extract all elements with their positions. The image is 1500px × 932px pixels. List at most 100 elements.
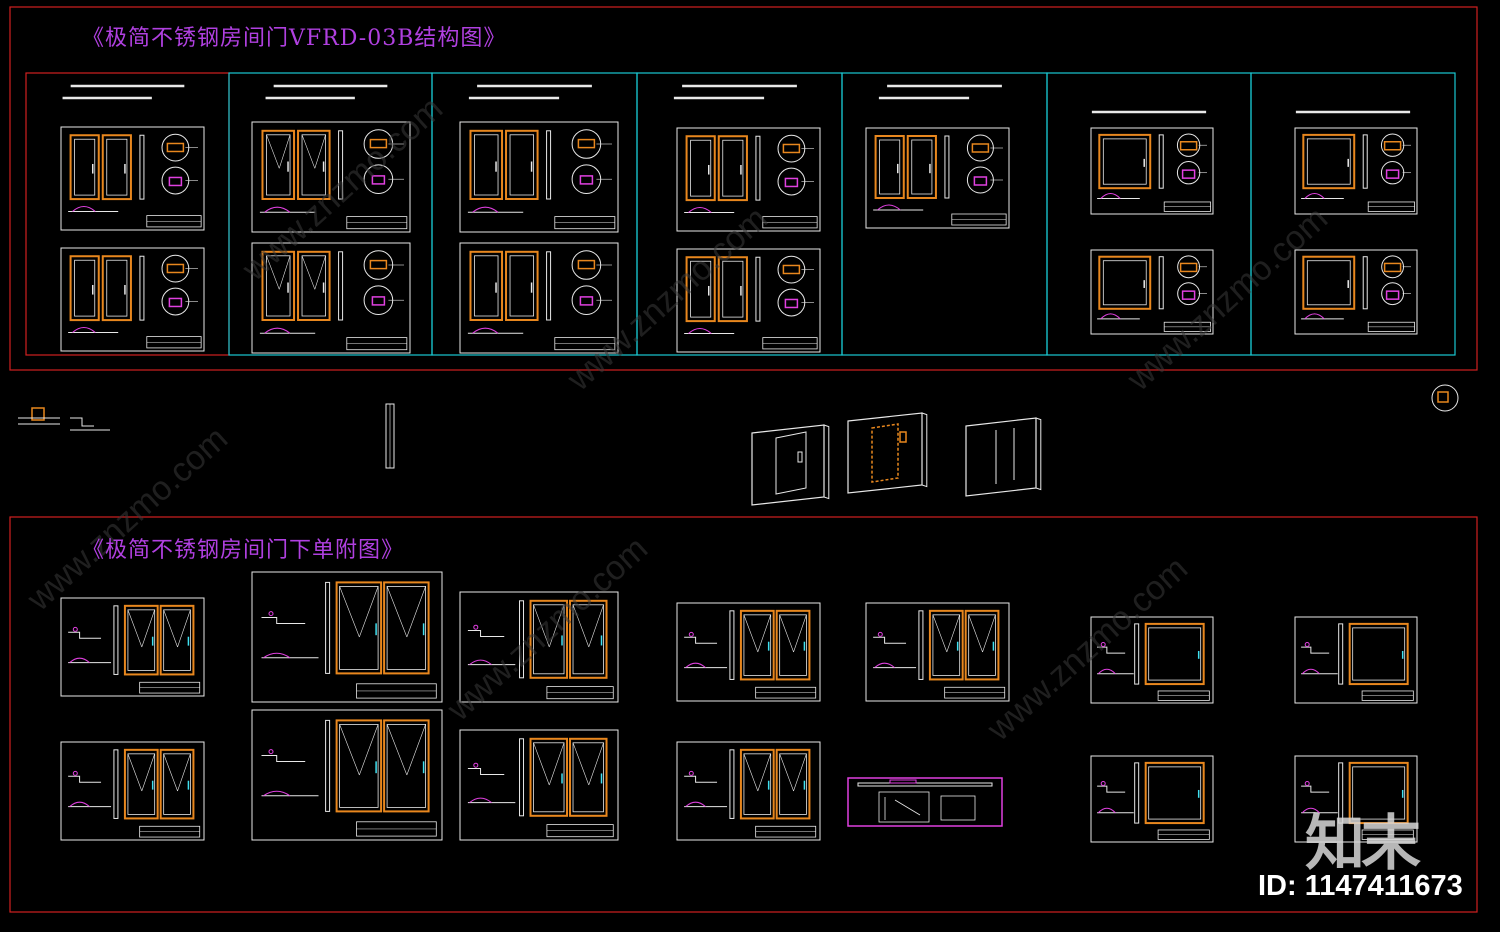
door-swing-line [386, 586, 408, 638]
detail-callout-circle [777, 288, 806, 317]
door-frame-profile [68, 631, 102, 639]
door-glass-panel [127, 609, 156, 671]
door-leaf [775, 748, 811, 820]
drawing-border [676, 248, 821, 353]
door-leaf [1302, 133, 1356, 190]
door-glass-panel [386, 724, 427, 808]
door-drawing-sheet [60, 247, 205, 352]
door-leaf [469, 250, 504, 321]
door-leaf [505, 129, 539, 200]
detail-profile [577, 259, 596, 270]
door-leaf [101, 255, 132, 322]
door-frame-profile [873, 636, 907, 644]
door-swing-line [141, 609, 155, 648]
door-leaf [123, 748, 159, 820]
door-leaf [717, 135, 748, 202]
door-plan-arc [72, 326, 96, 333]
detail-profile [782, 264, 801, 275]
door-leaf [1348, 622, 1409, 686]
door-glass-panel [1306, 260, 1351, 306]
door-section-strip [1338, 762, 1344, 824]
drawing-border [1090, 127, 1214, 215]
door-leaf [1098, 255, 1152, 310]
detail-callout-circle [966, 166, 994, 194]
door-plan-arc [1097, 668, 1116, 675]
door-swing-line [163, 753, 178, 792]
door-swing-line [572, 742, 590, 786]
door-glass-panel [74, 259, 96, 317]
door-glass-panel [74, 138, 96, 196]
door-glass-panel [266, 255, 291, 317]
order-drawing-sheet [1294, 616, 1418, 704]
door-glass-panel [301, 134, 326, 196]
door-leaf [906, 135, 937, 199]
door-plan-arc [469, 797, 492, 803]
door-frame-profile [1097, 785, 1126, 793]
door-swing-line [932, 614, 948, 653]
door-swing-line [177, 609, 191, 648]
door-plan-arc [1304, 313, 1325, 320]
profile-marker [1304, 642, 1310, 648]
drawing-border [251, 121, 411, 233]
door-plan-arc [877, 204, 901, 211]
door-leaf [874, 135, 905, 199]
door-3d-view-closed [965, 417, 1042, 497]
detail-profile [369, 138, 388, 149]
door-swing-line [314, 255, 326, 290]
door-swing-line [406, 724, 426, 776]
detail-profile [1179, 141, 1198, 151]
door-section-strip [139, 255, 145, 321]
door-frame-profile [467, 630, 505, 637]
door-3d-view-frame [847, 412, 928, 494]
door-section-strip [1134, 762, 1140, 824]
door-glass-panel [690, 139, 712, 197]
order-drawing-sheet [676, 741, 821, 841]
door-section-strip [755, 135, 761, 201]
profile-marker [473, 762, 479, 768]
door-plan-arc [69, 657, 90, 664]
door-plan-arc [688, 327, 712, 334]
door-leaf [685, 256, 716, 323]
door-swing-line [127, 609, 143, 648]
detail-profile [971, 143, 990, 153]
door-drawing-sheet [459, 242, 619, 354]
door-leaf [469, 129, 504, 200]
structure-section-frame [9, 6, 1478, 371]
door-plan-arc [1301, 668, 1320, 675]
door-leaf [1098, 133, 1152, 190]
door-drawing-sheet [1090, 127, 1214, 215]
door-drawing-sheet [1090, 249, 1214, 335]
door-swing-line [968, 614, 983, 653]
detail-callout-circle [161, 254, 190, 283]
door-glass-panel [879, 139, 901, 195]
structure-sheet-frame [25, 72, 230, 356]
profile-marker [1100, 642, 1106, 648]
detail-profile [1385, 169, 1400, 179]
door-swing-line [793, 753, 807, 792]
door-3d-face [847, 412, 923, 494]
door-3d-leaf [871, 423, 899, 483]
door-glass-panel [509, 255, 534, 317]
door-swing-line [314, 134, 326, 169]
door-swing-line [301, 134, 316, 169]
door-frame-profile [68, 775, 102, 783]
door-3d-handle [797, 451, 803, 463]
detail-profile [577, 138, 596, 149]
door-leaf [928, 609, 964, 681]
door-plan-arc [472, 206, 499, 213]
drawing-border [251, 571, 443, 703]
drawing-border [459, 591, 619, 703]
detail-profile [579, 296, 594, 306]
door-swing-line [359, 724, 379, 776]
door-glass-panel [932, 614, 961, 676]
door-leaf [69, 134, 100, 201]
detail-callout-circle [777, 255, 806, 284]
detail-callout-circle [966, 134, 994, 162]
door-swing-line [127, 753, 143, 792]
door-section-strip [1362, 256, 1368, 310]
watermark-id-label: ID: 1147411673 [1258, 870, 1463, 902]
door-drawing-sheet [60, 126, 205, 231]
door-glass-panel [509, 134, 534, 196]
detail-profile [1385, 290, 1400, 300]
